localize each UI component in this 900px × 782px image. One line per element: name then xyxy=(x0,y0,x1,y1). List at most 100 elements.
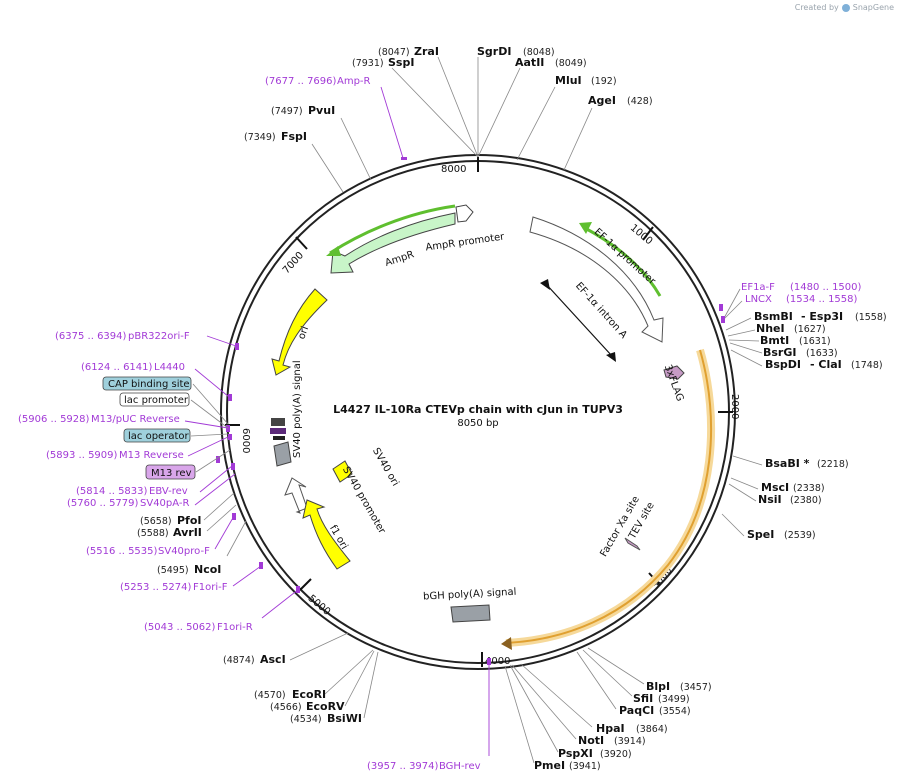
lac-cluster xyxy=(270,418,286,440)
primer-ampr-mark xyxy=(401,157,407,160)
tick-8000: 8000 xyxy=(441,164,466,175)
enzyme-blpi-pos: (3457) xyxy=(680,682,712,693)
cap-binding-site-label: CAP binding site xyxy=(108,379,190,390)
tick-4000: 4000 xyxy=(485,656,510,667)
primer-sv40prof-range: (5516 .. 5535) xyxy=(86,546,158,557)
enzyme-noti-pos: (3914) xyxy=(614,736,646,747)
m13-rev-label: M13 rev xyxy=(151,468,192,479)
primer-ef1a-mark xyxy=(719,304,723,311)
primer-f1orif-label: F1ori-F xyxy=(193,582,228,593)
enzyme-aatii-pos: (8049) xyxy=(555,58,587,69)
enzyme-nsii-name: NsiI xyxy=(758,493,782,506)
enzyme-msci-pos: (2338) xyxy=(793,483,825,494)
enzyme-bmti-pos: (1631) xyxy=(799,336,831,347)
enzyme-hpai-pos: (3864) xyxy=(636,724,668,735)
sv40-ori-label: SV40 ori xyxy=(370,446,401,488)
enzyme-bsiwi-pos: (4534) xyxy=(290,714,322,725)
primer-ebvrev-label: EBV-rev xyxy=(149,486,188,497)
primer-sv40par-label: SV40pA-R xyxy=(140,498,189,509)
cap-binding-site-box xyxy=(102,376,192,391)
primer-ebvrev-range: (5814 .. 5833) xyxy=(76,486,148,497)
primer-sv40prof-label: SV40pro-F xyxy=(158,546,210,557)
factor-xa-tev-feature xyxy=(624,537,641,551)
left-leader-lines xyxy=(184,335,300,619)
enzyme-sspi-name: SspI xyxy=(388,56,414,69)
enzyme-sfii-name: SfiI xyxy=(633,692,653,705)
primer-m13rev-range: (5893 .. 5909) xyxy=(46,450,118,461)
enzyme-spei-pos: (2539) xyxy=(784,530,816,541)
enzyme-bsrgi-pos: (1633) xyxy=(806,348,838,359)
lac-operator-box xyxy=(123,428,191,443)
enzyme-pmei-pos: (3941) xyxy=(569,761,601,772)
snapgene-logo-icon xyxy=(841,3,850,12)
box-leaders xyxy=(190,383,231,473)
enzyme-nhei-pos: (1627) xyxy=(794,324,826,335)
lac-promoter-label: lac promoter xyxy=(124,395,189,406)
primer-ampr-line xyxy=(380,86,404,159)
enzyme-pfoi-name: PfoI xyxy=(177,514,202,527)
enzyme-paqci-name: PaqCI xyxy=(619,704,654,717)
primer-pbr322orif-label: pBR322ori-F xyxy=(128,331,190,342)
enzyme-avrii-pos: (5588) xyxy=(137,528,169,539)
f1-ori-feature xyxy=(302,499,351,570)
enzyme-bsmbi-name: BsmBI xyxy=(754,310,793,323)
primer-m13puc-label: M13/pUC Reverse xyxy=(91,414,180,425)
enzyme-pvui-pos: (7497) xyxy=(271,106,303,117)
enzyme-sgrdi-pos: (8048) xyxy=(523,47,555,58)
primer-l4440-range: (6124 .. 6141) xyxy=(81,362,153,373)
enzyme-pspxi-name: PspXI xyxy=(558,747,593,760)
3xflag-label: 3xFLAG xyxy=(662,363,685,403)
plasmid-title: L4427 IL-10Ra CTEVp chain with cJun in T… xyxy=(333,403,623,416)
enzyme-fspi-name: FspI xyxy=(281,130,307,143)
enzyme-asci-name: AscI xyxy=(260,653,286,666)
enzyme-zrai-pos: (8047) xyxy=(378,47,410,58)
enzyme-hpai-name: HpaI xyxy=(596,722,625,735)
primer-ef1af-range: (1480 .. 1500) xyxy=(790,282,862,293)
primer-lncx-mark xyxy=(721,316,725,323)
enzyme-sspi-pos: (7931) xyxy=(352,58,384,69)
left-enzyme-lines xyxy=(203,492,247,557)
m13-rev-box xyxy=(145,464,196,480)
ampr-label: AmpR xyxy=(384,249,416,269)
enzyme-bmti-name: BmtI xyxy=(760,334,789,347)
primer-ampr-label: Amp-R xyxy=(337,76,371,87)
tick-1000: 1000 xyxy=(628,223,655,248)
ef1a-intron-label: EF-1α intron A xyxy=(573,281,629,341)
ori-label: ori xyxy=(296,325,311,341)
enzyme-bspdi-extra: - ClaI xyxy=(810,358,842,371)
enzyme-agei-name: AgeI xyxy=(588,94,616,107)
enzyme-ecorv-pos: (4566) xyxy=(270,702,302,713)
enzyme-spei-name: SpeI xyxy=(747,528,774,541)
primer-m13rev-label: M13 Reverse xyxy=(119,450,184,461)
sv40-polya-feature xyxy=(273,441,292,467)
enzyme-lines-top xyxy=(311,56,593,193)
primer-ef1af-label: EF1a-F xyxy=(741,282,775,293)
enzyme-sfii-pos: (3499) xyxy=(658,694,690,705)
enzyme-ncoi-pos: (5495) xyxy=(157,565,189,576)
ampr-promoter-label: AmpR promoter xyxy=(425,231,506,253)
plasmid-size: 8050 bp xyxy=(457,418,498,429)
primer-ampr-range: (7677 .. 7696) xyxy=(265,76,337,87)
enzyme-bspdi-name: BspDI xyxy=(765,358,801,371)
left-primer-marks xyxy=(216,343,300,593)
primer-bghrev-label: BGH-rev xyxy=(439,761,481,772)
enzyme-asci-pos: (4874) xyxy=(223,655,255,666)
enzyme-noti-name: NotI xyxy=(578,734,604,747)
enzyme-pfoi-pos: (5658) xyxy=(140,516,172,527)
enzyme-lines-bottom-right xyxy=(504,647,645,764)
enzyme-pvui-name: PvuI xyxy=(308,104,335,117)
enzyme-aatii-name: AatII xyxy=(515,56,544,69)
ampr-feature xyxy=(326,204,456,274)
enzyme-bsmbi-extra: - Esp3I xyxy=(801,310,843,323)
enzyme-mlui-name: MluI xyxy=(555,74,582,87)
tick-7000: 7000 xyxy=(281,250,306,276)
sv40-promoter-label: SV40 promoter xyxy=(340,465,388,537)
enzyme-msci-name: MscI xyxy=(761,481,789,494)
tick-6000: 6000 xyxy=(240,428,251,453)
ef1a-promoter-feature xyxy=(529,216,664,343)
enzyme-nhei-name: NheI xyxy=(756,322,785,335)
primer-f1orif-range: (5253 .. 5274) xyxy=(120,582,192,593)
enzyme-blpi-name: BlpI xyxy=(646,680,670,693)
enzyme-bspdi-pos: (1748) xyxy=(851,360,883,371)
snapgene-brand: Created by SnapGene xyxy=(795,3,894,12)
